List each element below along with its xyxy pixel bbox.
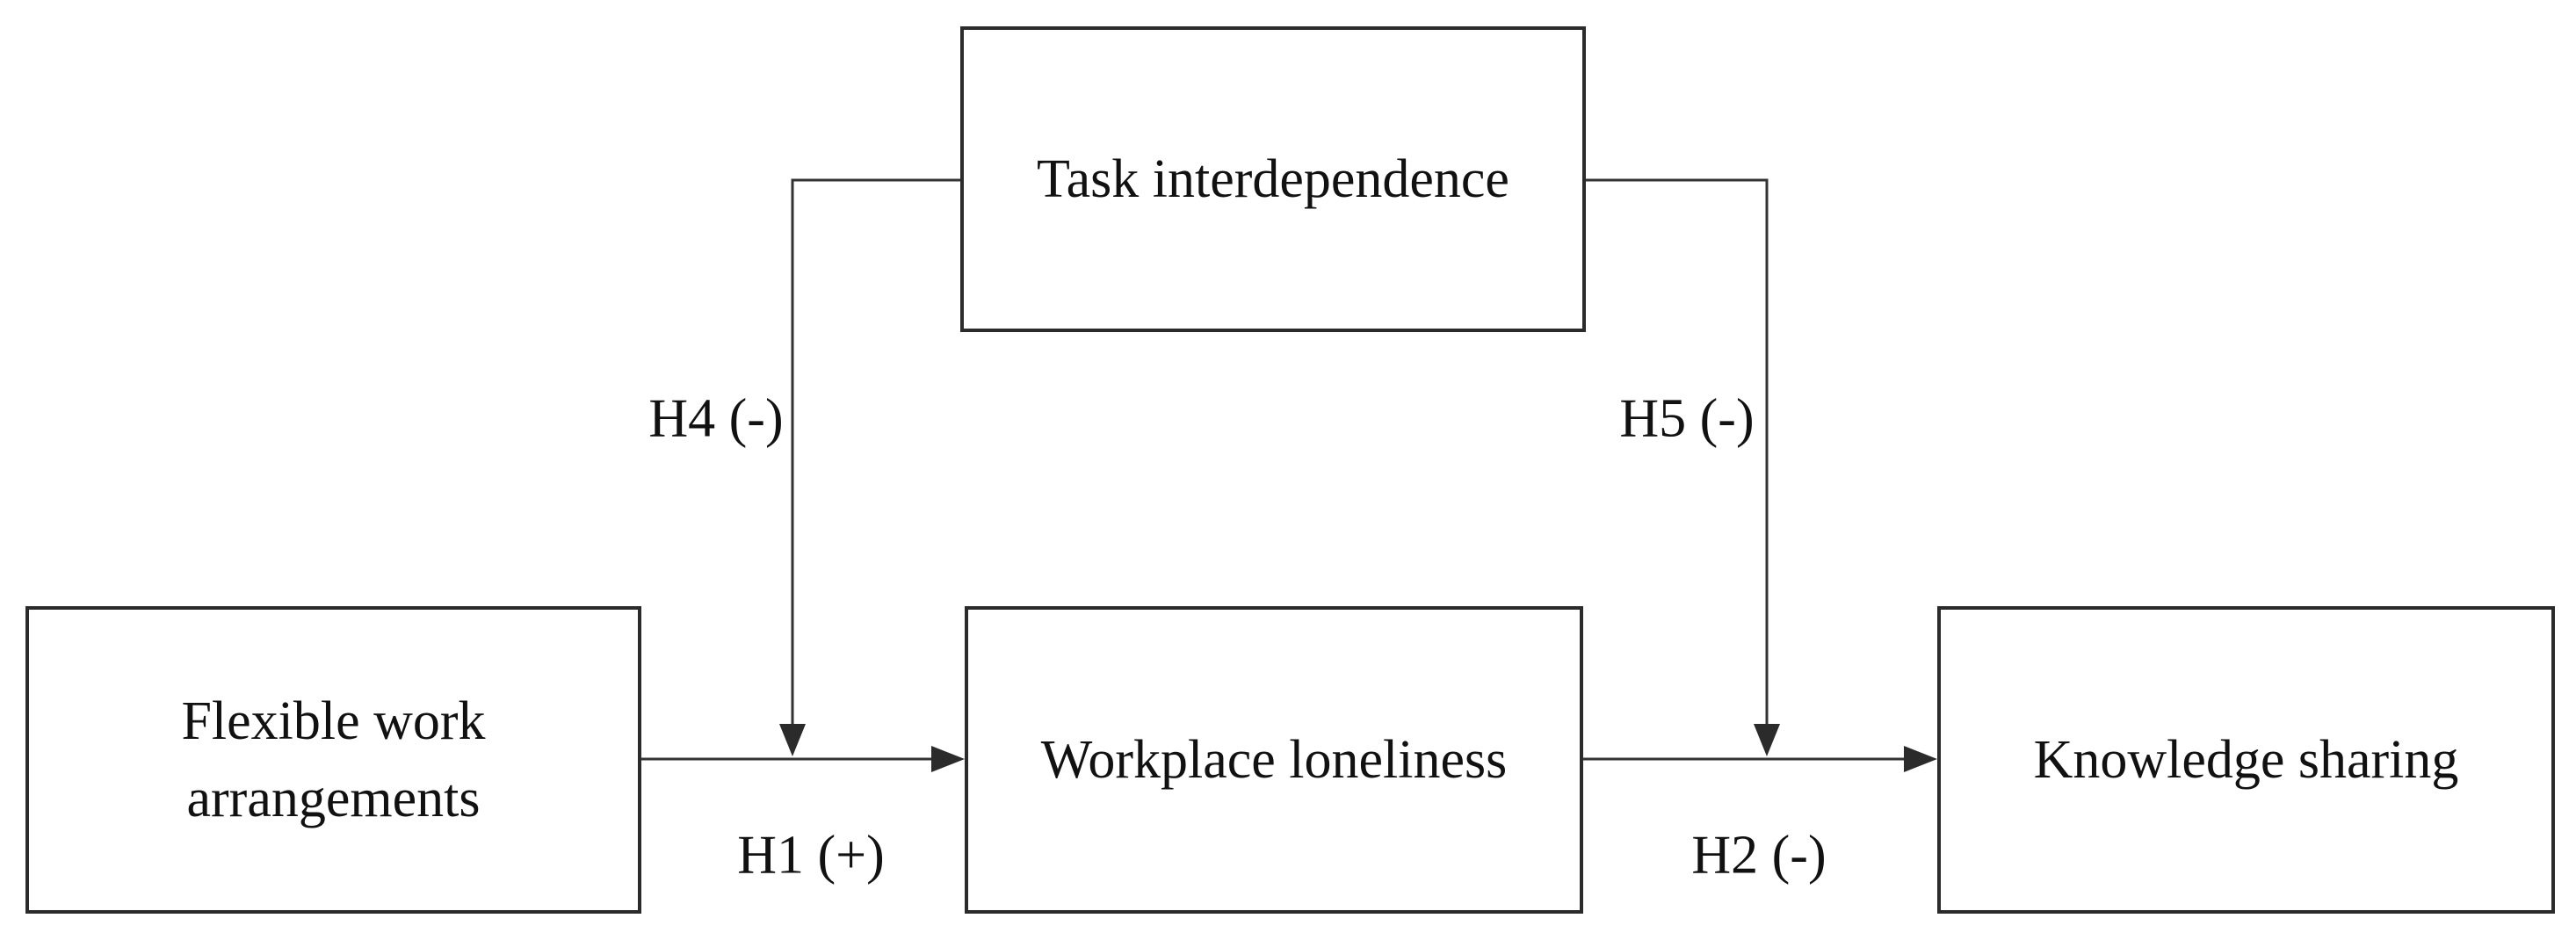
node-flexible-work-arrangements-label: Flexible work arrangements bbox=[181, 691, 486, 828]
h5-arrowhead-icon bbox=[1754, 724, 1780, 756]
node-task-interdependence-label: Task interdependence bbox=[1037, 148, 1509, 209]
h4-arrow-line bbox=[791, 178, 960, 724]
h4-arrowhead-icon bbox=[779, 724, 806, 756]
h1-arrowhead-icon bbox=[931, 746, 965, 772]
node-flexible-work-arrangements: Flexible work arrangements bbox=[25, 606, 641, 914]
h2-arrowhead-icon bbox=[1904, 746, 1937, 772]
node-knowledge-sharing-label: Knowledge sharing bbox=[2033, 729, 2459, 790]
edge-label-h2: H2 (-) bbox=[1691, 825, 1827, 886]
node-knowledge-sharing: Knowledge sharing bbox=[1937, 606, 2555, 914]
edge-label-h5: H5 (-) bbox=[1619, 388, 1755, 449]
edge-label-h4: H4 (-) bbox=[648, 388, 784, 449]
edge-label-h1: H1 (+) bbox=[737, 825, 885, 886]
node-task-interdependence: Task interdependence bbox=[960, 26, 1586, 332]
node-workplace-loneliness: Workplace loneliness bbox=[965, 606, 1583, 914]
h5-arrow-line bbox=[1586, 178, 1769, 724]
node-workplace-loneliness-label: Workplace loneliness bbox=[1040, 729, 1508, 790]
